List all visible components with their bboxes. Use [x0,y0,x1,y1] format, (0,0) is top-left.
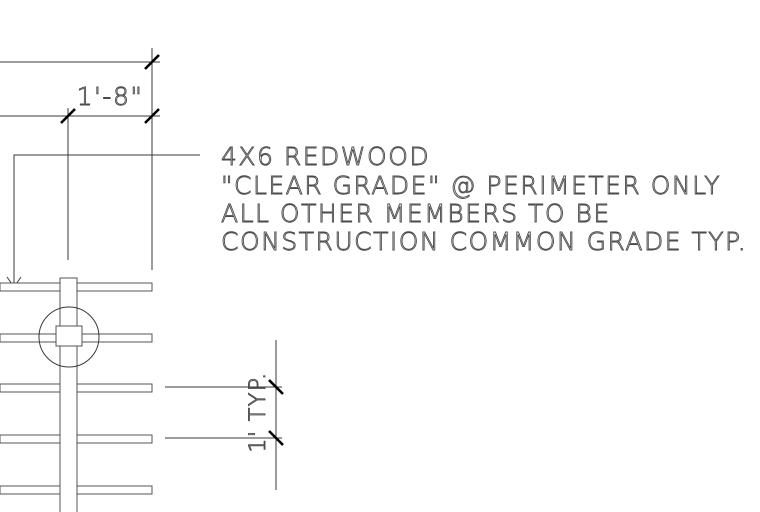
connector-block [55,325,83,347]
note-line-3: ALL OTHER MEMBERS TO BE [221,199,611,228]
side-dimension-tick-upper [268,379,284,395]
note-line-1: 4X6 REDWOOD [221,142,430,171]
dimension-tick-top [144,54,160,70]
note-leader-line [13,154,200,285]
side-dimension-tick-lower [268,430,284,446]
vertical-post [59,277,78,512]
connector-circle [38,306,100,368]
dimension-tick-right [144,108,160,124]
note-line-2: "CLEAR GRADE" @ PERIMETER ONLY [221,171,721,200]
dimension-tick-left [60,108,76,124]
dimension-text-top: 1'-8" [77,82,144,111]
note-line-4: CONSTRUCTION COMMON GRADE TYP. [221,227,747,256]
dimension-text-side: 1' TYP. [246,371,271,452]
